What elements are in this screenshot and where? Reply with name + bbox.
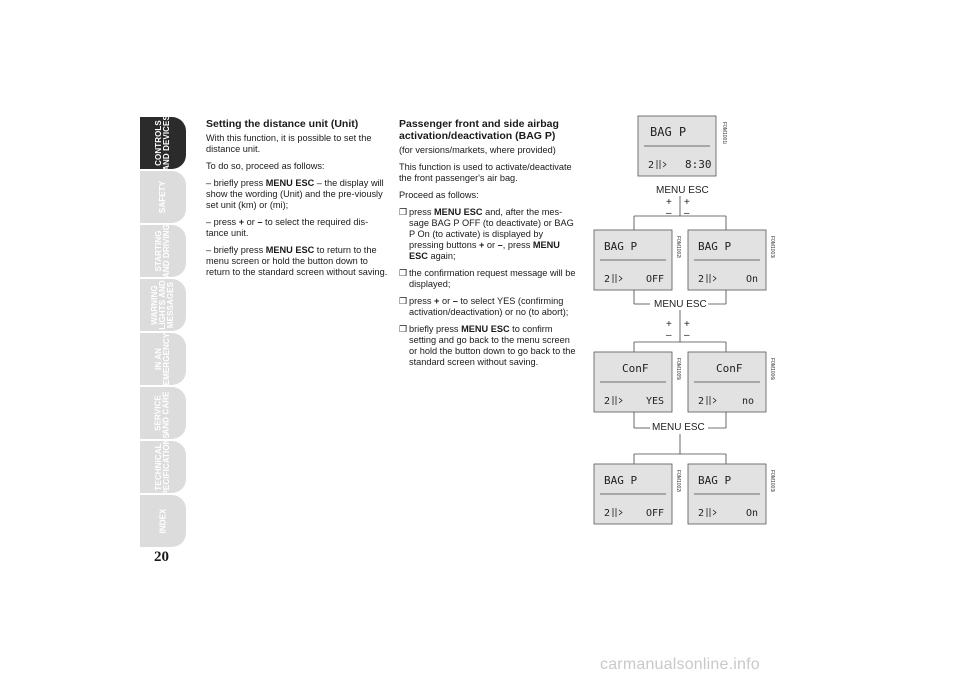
figure-code: F0M1002i xyxy=(675,470,681,492)
bullet-item: ❒press + or – to select YES (confirming … xyxy=(399,296,569,317)
paragraph: With this function, it is possible to se… xyxy=(206,133,372,154)
minus-label: – xyxy=(684,208,690,219)
watermark: carmanualsonline.info xyxy=(600,656,760,673)
tab-warning-lights[interactable]: WARNING LIGHTS AND MESSAGES xyxy=(140,279,186,331)
lamp-icon xyxy=(612,274,623,283)
tab-index[interactable]: INDEX xyxy=(140,495,186,547)
paragraph: This function is used to activate/deacti… xyxy=(399,162,572,183)
tab-service-and-care[interactable]: SERVICE AND CARE xyxy=(140,387,186,439)
display-bag-p-on-final: BAG P 2 On F0M1003i xyxy=(687,463,775,525)
tab-label: INDEX xyxy=(157,508,167,534)
tab-controls-and-devices[interactable]: CONTROLS AND DEVICES xyxy=(140,115,186,171)
lamp-icon xyxy=(706,274,717,283)
bullet-item: ❒the confirmation request message will b… xyxy=(399,268,576,289)
page-number: 20 xyxy=(154,549,169,565)
menu-esc-label: MENU ESC xyxy=(654,299,707,310)
display-value: OFF xyxy=(646,508,664,519)
step: – press + or – to select the required di… xyxy=(206,217,369,238)
key-name: MENU ESC xyxy=(265,178,315,188)
display-title: BAG P xyxy=(698,240,731,253)
display-value: On xyxy=(746,274,758,285)
display-gear: 2 xyxy=(698,396,704,407)
display-title: ConF xyxy=(622,362,649,375)
display-gear: 2 xyxy=(604,508,610,519)
display-flow-diagram: BAG P 2 8:30 F0M1001i MENU ESC + – + – B… xyxy=(593,115,775,525)
lamp-icon xyxy=(706,396,717,405)
tab-label: SAFETY xyxy=(157,180,167,214)
display-conf-no: ConF 2 no F0M1006i xyxy=(687,351,775,413)
step: – briefly press MENU ESC to return to th… xyxy=(206,245,388,277)
tab-technical-specifications[interactable]: TECHNICAL SPECIFICATIONS xyxy=(140,433,186,501)
display-value: no xyxy=(742,396,754,407)
plus-label: + xyxy=(684,319,690,330)
note: (for versions/markets, where provided) xyxy=(399,145,556,155)
paragraph: To do so, proceed as follows: xyxy=(206,161,325,171)
tab-starting-and-driving[interactable]: STARTING AND DRIVING xyxy=(140,224,186,278)
lamp-icon xyxy=(706,508,717,517)
bullet-mark: ❒ xyxy=(399,296,408,306)
display-value: On xyxy=(746,508,758,519)
section-heading: Setting the distance unit (Unit) xyxy=(206,118,359,130)
figure-code: F0M1003i xyxy=(769,470,775,492)
key-name: + xyxy=(238,217,245,227)
tab-label: SERVICE AND CARE xyxy=(154,391,171,435)
display-value: OFF xyxy=(646,274,664,285)
minus-label: – xyxy=(666,330,672,341)
tab-in-an-emergency[interactable]: IN AN EMERGENCY xyxy=(140,333,186,385)
display-gear: 2 xyxy=(698,508,704,519)
tab-label: STARTING AND DRIVING xyxy=(154,224,171,278)
display-value: 8:30 xyxy=(685,158,712,171)
display-title: BAG P xyxy=(604,474,637,487)
key-name: – xyxy=(257,217,263,227)
tab-label: IN AN EMERGENCY xyxy=(154,332,171,386)
lamp-icon xyxy=(656,160,667,169)
figure-code: F0M1005i xyxy=(675,358,681,380)
key-name: MENU ESC xyxy=(461,324,510,334)
lamp-icon xyxy=(612,396,623,405)
figure-code: F0M1006i xyxy=(769,358,775,380)
menu-esc-label: MENU ESC xyxy=(656,185,709,196)
section-heading: Passenger front and side airbag activati… xyxy=(399,118,559,142)
figure-code: F0M1001i xyxy=(721,122,727,144)
key-name: MENU ESC xyxy=(265,245,315,255)
menu-esc-label: MENU ESC xyxy=(652,422,705,433)
tab-label: TECHNICAL SPECIFICATIONS xyxy=(154,433,171,501)
plus-label: + xyxy=(666,197,672,208)
key-name: MENU ESC xyxy=(409,240,560,261)
bullet-mark: ❒ xyxy=(399,268,408,278)
figure-code: F0M1003i xyxy=(769,236,775,258)
display-bag-p-off: BAG P 2 OFF F0M1002i xyxy=(593,229,681,291)
minus-label: – xyxy=(684,330,690,341)
figure-code: F0M1002i xyxy=(675,236,681,258)
plus-label: + xyxy=(684,197,690,208)
display-top: BAG P 2 8:30 F0M1001i xyxy=(637,115,727,177)
display-gear: 2 xyxy=(604,396,610,407)
display-title: ConF xyxy=(716,362,743,375)
display-gear: 2 xyxy=(698,274,704,285)
minus-label: – xyxy=(666,208,672,219)
display-gear: 2 xyxy=(604,274,610,285)
tab-safety[interactable]: SAFETY xyxy=(140,171,186,223)
display-conf-yes: ConF 2 YES F0M1005i xyxy=(593,351,681,413)
bullet-mark: ❒ xyxy=(399,207,408,217)
paragraph: Proceed as follows: xyxy=(399,190,479,200)
display-title: BAG P xyxy=(604,240,637,253)
tab-label: CONTROLS AND DEVICES xyxy=(154,115,171,171)
display-bag-p-off-final: BAG P 2 OFF F0M1002i xyxy=(593,463,681,525)
display-bag-p-on: BAG P 2 On F0M1003i xyxy=(687,229,775,291)
distance-unit-section: Setting the distance unit (Unit) With th… xyxy=(206,118,388,284)
display-title: BAG P xyxy=(698,474,731,487)
step: – briefly press MENU ESC – the display w… xyxy=(206,178,384,210)
display-gear: 2 xyxy=(648,160,654,171)
bullet-mark: ❒ xyxy=(399,324,408,334)
lamp-icon xyxy=(612,508,623,517)
tab-label: WARNING LIGHTS AND MESSAGES xyxy=(150,280,175,330)
bag-p-section: Passenger front and side airbag activati… xyxy=(399,118,579,374)
plus-label: + xyxy=(666,319,672,330)
key-name: MENU ESC xyxy=(434,207,483,217)
bullet-item: ❒press MENU ESC and, after the mes-sage … xyxy=(399,207,574,261)
display-value: YES xyxy=(646,396,664,407)
display-title: BAG P xyxy=(650,125,686,139)
bullet-item: ❒briefly press MENU ESC to confirm setti… xyxy=(399,324,576,367)
